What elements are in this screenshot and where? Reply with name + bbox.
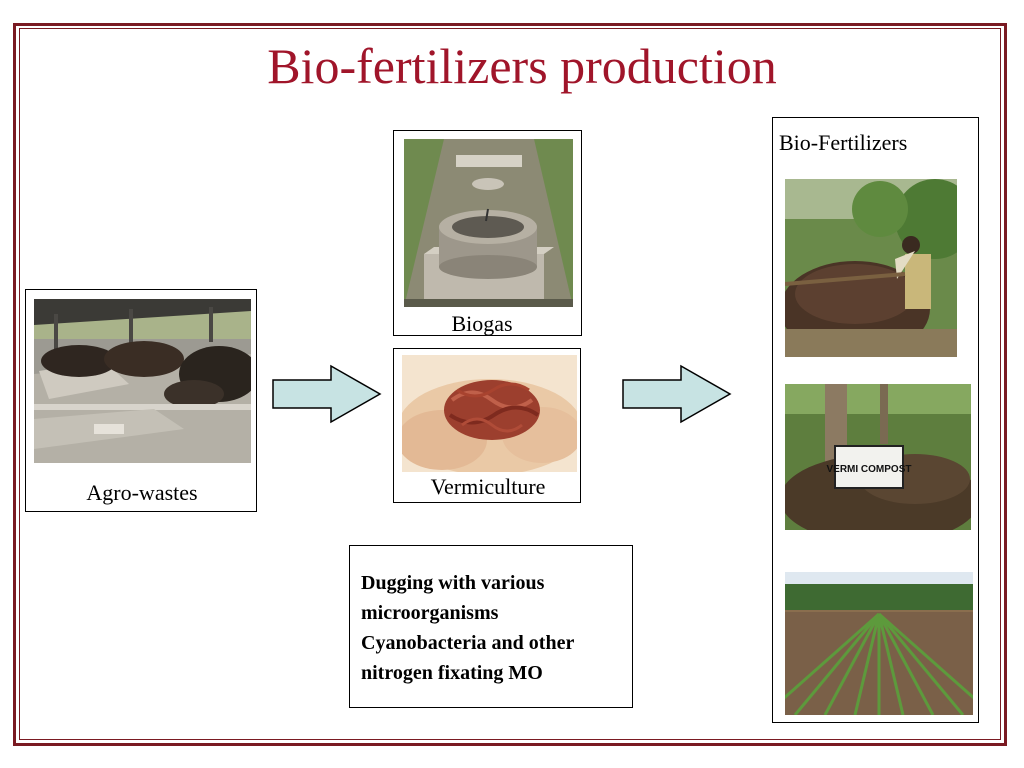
agro-wastes-photo — [34, 299, 251, 463]
note-line: Dugging with various — [361, 572, 545, 594]
flow-arrow-1 — [272, 364, 382, 424]
agro-wastes-label: Agro-wastes — [86, 480, 198, 505]
vermiculture-photo — [402, 355, 577, 472]
note-line: nitrogen fixating MO — [361, 662, 543, 684]
slide-title: Bio-fertilizers production — [267, 38, 777, 94]
vermi-compost-photo: VERMI COMPOST — [785, 384, 971, 530]
biogas-label: Biogas — [451, 311, 513, 336]
biogas-box: Biogas — [393, 130, 582, 336]
agro-wastes-box: Agro-wastes — [25, 289, 257, 512]
compost-pile-photo — [785, 179, 957, 357]
note-line: Cyanobacteria and other — [361, 632, 575, 654]
slide-outer-border — [13, 23, 1007, 746]
microorganisms-note-box: Dugging with various microorganisms Cyan… — [349, 545, 633, 708]
vermiculture-box: Vermiculture — [393, 348, 581, 503]
bio-fertilizers-box: Bio-Fertilizers VERMI COMPOST — [772, 117, 979, 723]
vermi-compost-sign: VERMI COMPOST — [826, 464, 911, 475]
vermiculture-label: Vermiculture — [430, 474, 546, 499]
note-line: microorganisms — [361, 602, 499, 624]
slide-inner-border — [19, 28, 1001, 740]
biogas-photo — [404, 139, 573, 307]
microorganisms-note: Dugging with various microorganisms Cyan… — [361, 568, 631, 688]
flow-arrow-2 — [622, 364, 732, 424]
crop-field-photo — [785, 572, 973, 715]
bio-fertilizers-label: Bio-Fertilizers — [779, 130, 908, 155]
